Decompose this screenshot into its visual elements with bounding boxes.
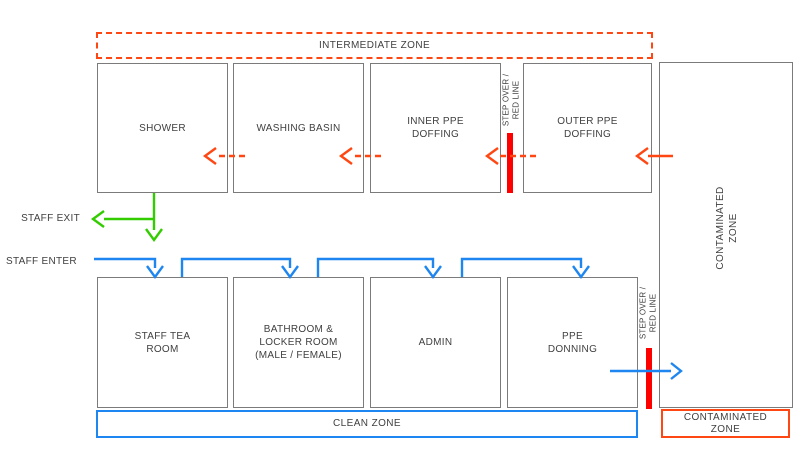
contaminated-zone-bottom-label: CONTAMINATED ZONE	[683, 411, 768, 435]
clean-zone-box: CLEAN ZONE	[96, 410, 638, 438]
intermediate-zone-box: INTERMEDIATE ZONE	[96, 32, 653, 59]
room-shower: SHOWER	[97, 63, 228, 193]
room-staff-tea-room-label: STAFF TEA ROOM	[134, 330, 191, 355]
room-admin-label: ADMIN	[418, 337, 453, 348]
room-outer-ppe-doffing: OUTER PPE DOFFING	[523, 63, 652, 193]
room-outer-ppe-doffing-label: OUTER PPE DOFFING	[557, 116, 618, 140]
connector-admin-to-donning	[460, 257, 590, 280]
room-inner-ppe-doffing-label: INNER PPE DOFFING	[407, 116, 464, 140]
intermediate-zone-label: INTERMEDIATE ZONE	[318, 39, 431, 51]
staff-exit-label: STAFF EXIT	[21, 213, 80, 224]
room-bathroom-locker-label: BATHROOM & LOCKER ROOM (MALE / FEMALE)	[255, 324, 342, 361]
staff-enter-arrow	[94, 257, 164, 280]
room-bathroom-locker: BATHROOM & LOCKER ROOM (MALE / FEMALE)	[233, 277, 364, 408]
red-line-marker-bottom	[646, 348, 652, 409]
connector-tea-to-bathroom	[180, 257, 299, 280]
room-ppe-donning-label: PPE DONNING	[547, 330, 598, 355]
staff-enter-label: STAFF ENTER	[6, 256, 77, 267]
clean-zone-label: CLEAN ZONE	[333, 418, 401, 429]
room-ppe-donning: PPE DONNING	[507, 277, 638, 408]
room-washing-basin: WASHING BASIN	[233, 63, 364, 193]
room-washing-basin-label: WASHING BASIN	[256, 122, 341, 134]
contaminated-zone-bottom-box: CONTAMINATED ZONE	[661, 409, 790, 438]
room-inner-ppe-doffing: INNER PPE DOFFING	[370, 63, 501, 193]
staff-exit-arrow	[90, 193, 163, 243]
room-shower-label: SHOWER	[139, 122, 186, 134]
contaminated-zone-box	[659, 62, 793, 408]
step-over-red-line-label-bottom: STEP OVER / RED LINE	[638, 286, 658, 340]
step-over-red-line-label-top: STEP OVER / RED LINE	[501, 73, 521, 127]
room-staff-tea-room: STAFF TEA ROOM	[97, 277, 228, 408]
red-line-marker-top	[507, 133, 513, 193]
connector-bathroom-to-admin	[316, 257, 442, 280]
contaminated-zone-label: CONTAMINATED ZONE	[715, 186, 739, 270]
room-admin: ADMIN	[370, 277, 501, 408]
